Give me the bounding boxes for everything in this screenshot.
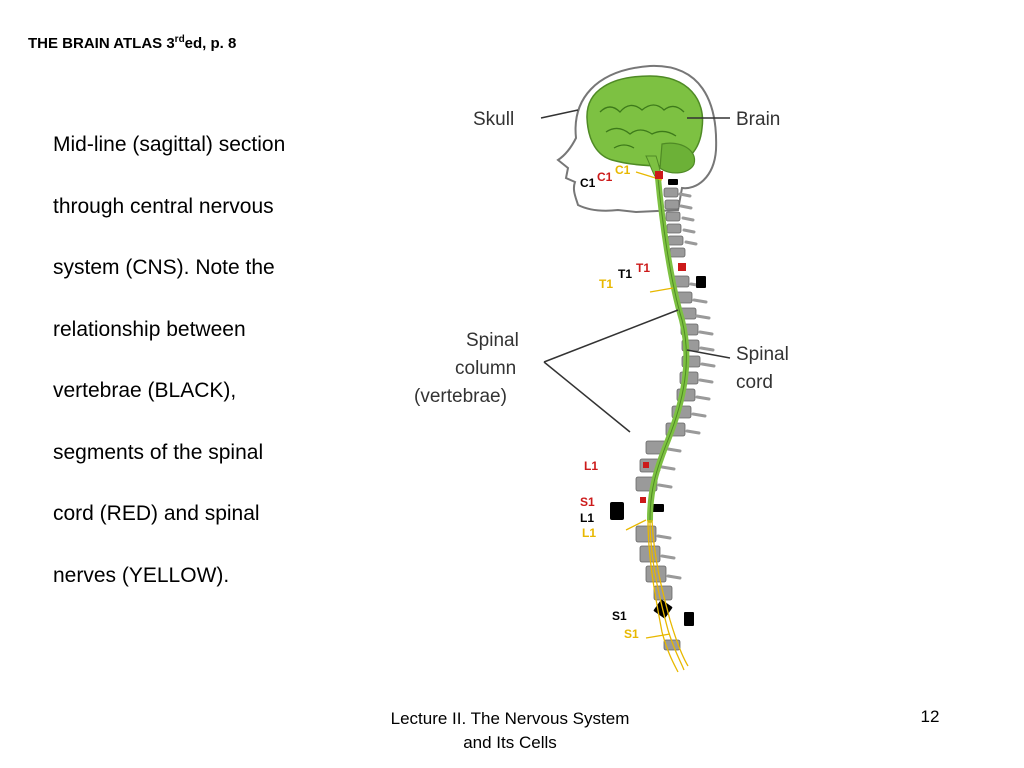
label-l1-yellow: L1 <box>582 526 596 540</box>
label-s1-black: S1 <box>612 609 627 623</box>
vertebra-l1 <box>610 502 624 520</box>
cns-sagittal-figure: Skull Brain Spinal column (vertebrae) Sp… <box>414 64 789 673</box>
label-s1-red: S1 <box>580 495 595 509</box>
vertebra-t1 <box>696 276 706 288</box>
footer-line: and Its Cells <box>463 733 557 752</box>
vertebra <box>666 223 682 234</box>
label-c1-yellow: C1 <box>615 163 631 177</box>
spinal-nerves <box>625 171 689 673</box>
label-l1-black: L1 <box>580 511 594 525</box>
title-superscript: rd <box>174 34 185 45</box>
body-line: vertebrae (BLACK), <box>53 379 237 402</box>
vertebra <box>664 199 680 210</box>
footer-line: Lecture II. The Nervous System <box>390 709 630 728</box>
body-line: relationship between <box>53 317 246 341</box>
body-line: segments of the spinal <box>53 440 264 464</box>
body-line: cord (RED) and spinal <box>53 502 260 525</box>
label-s1-yellow: S1 <box>624 627 639 641</box>
slide-footer: Lecture II. The Nervous System and Its C… <box>360 707 660 755</box>
segment-l1 <box>643 462 649 468</box>
spinous-processes <box>656 192 716 580</box>
body-line: nerves (YELLOW). <box>53 563 230 587</box>
page-number: 12 <box>920 707 940 726</box>
body-line: through central nervous <box>53 194 274 218</box>
body-text: Mid-line (sagittal) section through cent… <box>53 130 353 622</box>
spinal-column <box>635 187 701 651</box>
label-spinal-cord-2: cord <box>736 372 773 393</box>
label-spinal-column-2: column <box>455 358 516 379</box>
label-t1-yellow: T1 <box>599 277 613 291</box>
label-spinal-column-1: Spinal <box>466 330 519 351</box>
brain-folds <box>599 104 685 149</box>
vertebra <box>665 211 681 222</box>
cerebellum <box>659 142 696 174</box>
label-spinal-column-3: (vertebrae) <box>414 386 507 407</box>
pointer-lines <box>540 109 731 433</box>
label-spinal-cord-1: Spinal <box>736 344 789 365</box>
label-l1-red: L1 <box>584 459 598 473</box>
vertebra-c1 <box>668 179 678 185</box>
label-c1-black: C1 <box>580 176 596 190</box>
body-line: system (CNS). Note the <box>53 256 275 279</box>
label-t1-black: T1 <box>618 267 632 281</box>
vertebra <box>669 247 686 258</box>
spinal-cord-outline <box>649 177 687 521</box>
segment-t1 <box>678 263 686 271</box>
segment-markers <box>640 171 686 503</box>
body-line: Mid-line (sagittal) section <box>53 133 286 156</box>
label-brain: Brain <box>736 109 780 130</box>
label-t1-red: T1 <box>636 261 650 275</box>
slide-title: THE BRAIN ATLAS 3rded, p. 8 <box>28 34 236 52</box>
segment-s1 <box>640 497 646 503</box>
title-rest: ed, p. 8 <box>184 35 237 52</box>
title-main: THE BRAIN ATLAS 3 <box>28 35 175 52</box>
segment-c1 <box>655 171 663 179</box>
label-skull: Skull <box>473 109 514 130</box>
coccyx-black <box>684 612 694 626</box>
vertebra <box>663 187 679 198</box>
label-c1-red: C1 <box>597 170 613 184</box>
vertebra <box>667 235 684 246</box>
